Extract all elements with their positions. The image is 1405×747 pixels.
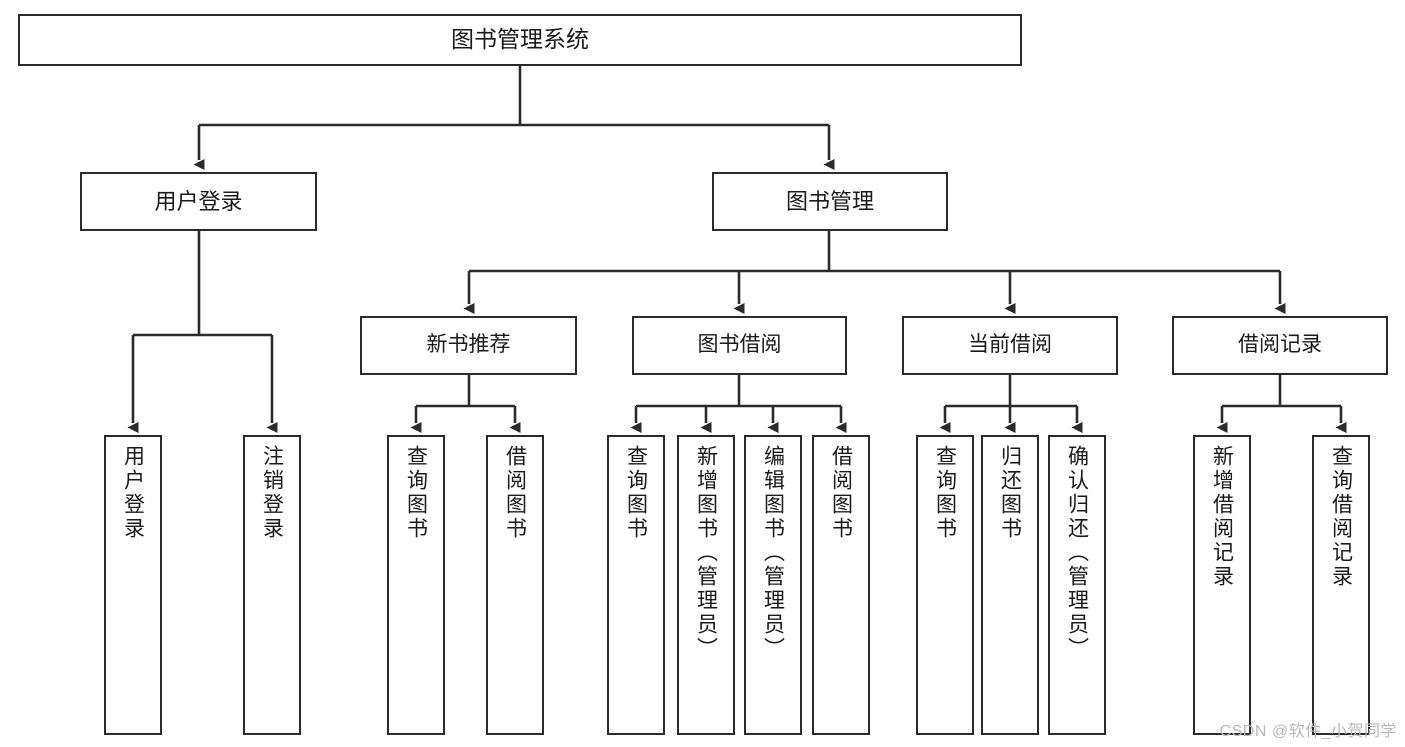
node-leaf-query-book-3[interactable]: 查询图书 (916, 435, 974, 735)
node-book-manage[interactable]: 图书管理 (712, 172, 948, 231)
node-borrow-record-label: 借阅记录 (1238, 333, 1322, 357)
node-leaf-add-book[interactable]: 新增图书（管理员） (677, 435, 735, 735)
node-book-borrow[interactable]: 图书借阅 (632, 316, 847, 375)
node-leaf-add-book-label: 新增图书（管理员） (694, 445, 718, 661)
node-leaf-user-login[interactable]: 用户登录 (104, 435, 162, 735)
node-leaf-confirm-return-label: 确认归还（管理员） (1065, 445, 1089, 661)
node-leaf-user-logout[interactable]: 注销登录 (243, 435, 301, 735)
node-current-borrow[interactable]: 当前借阅 (902, 316, 1118, 375)
node-book-borrow-label: 图书借阅 (697, 333, 782, 357)
node-current-borrow-label: 当前借阅 (968, 333, 1052, 357)
watermark-text: CSDN @软件_小贺同学 (1219, 723, 1397, 740)
node-leaf-edit-book[interactable]: 编辑图书（管理员） (744, 435, 802, 735)
node-leaf-user-login-label: 用户登录 (121, 445, 145, 541)
node-leaf-query-record-label: 查询借阅记录 (1329, 445, 1353, 589)
node-leaf-query-book-3-label: 查询图书 (933, 445, 957, 541)
node-leaf-user-logout-label: 注销登录 (260, 445, 284, 541)
node-new-book-rec[interactable]: 新书推荐 (360, 316, 577, 375)
node-leaf-query-book-2-label: 查询图书 (624, 445, 648, 541)
node-leaf-query-record[interactable]: 查询借阅记录 (1312, 435, 1370, 735)
node-user-login[interactable]: 用户登录 (80, 172, 317, 231)
node-leaf-query-book-1[interactable]: 查询图书 (387, 435, 445, 735)
node-leaf-edit-book-label: 编辑图书（管理员） (761, 445, 785, 661)
node-leaf-query-book-1-label: 查询图书 (404, 445, 428, 541)
node-book-manage-label: 图书管理 (785, 188, 874, 214)
node-leaf-borrow-book-1[interactable]: 借阅图书 (486, 435, 544, 735)
node-leaf-borrow-book-2-label: 借阅图书 (829, 445, 853, 541)
node-leaf-add-record[interactable]: 新增借阅记录 (1193, 435, 1251, 735)
node-root-label: 图书管理系统 (451, 26, 589, 53)
node-leaf-borrow-book-2[interactable]: 借阅图书 (812, 435, 870, 735)
node-leaf-query-book-2[interactable]: 查询图书 (607, 435, 665, 735)
node-new-book-rec-label: 新书推荐 (426, 333, 511, 357)
node-leaf-return-book[interactable]: 归还图书 (981, 435, 1039, 735)
node-leaf-borrow-book-1-label: 借阅图书 (503, 445, 527, 541)
node-user-login-label: 用户登录 (154, 188, 243, 214)
node-leaf-return-book-label: 归还图书 (998, 445, 1022, 541)
node-borrow-record[interactable]: 借阅记录 (1172, 316, 1388, 375)
node-leaf-confirm-return[interactable]: 确认归还（管理员） (1048, 435, 1106, 735)
node-root[interactable]: 图书管理系统 (18, 14, 1022, 66)
node-leaf-add-record-label: 新增借阅记录 (1210, 445, 1234, 589)
